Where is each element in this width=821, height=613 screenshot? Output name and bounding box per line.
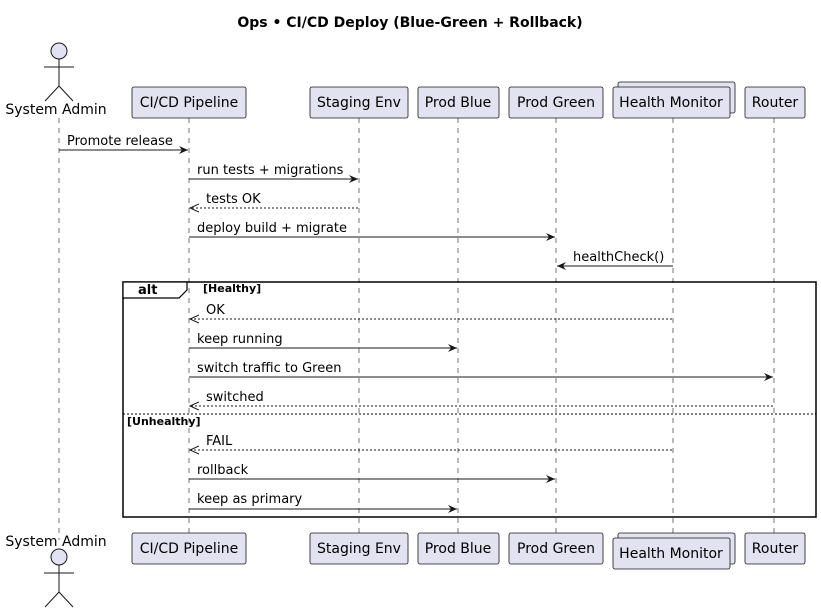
participant-cicd-pipeline-bottom: CI/CD Pipeline [131, 532, 247, 565]
participant-router-top: Router [744, 86, 806, 119]
participant-prod-blue-bottom: Prod Blue [417, 532, 500, 565]
participant-label-router: Router [752, 541, 799, 557]
message-label: tests OK [206, 192, 261, 207]
participant-prod-green-top: Prod Green [508, 86, 604, 119]
participant-label-cicd-pipeline: CI/CD Pipeline [140, 541, 238, 557]
alt-fragment-frame [122, 281, 817, 518]
participant-health-monitor-bottom: Health Monitor [612, 532, 736, 570]
alt-fragment-tab [122, 281, 188, 299]
participant-label-health-monitor: Health Monitor [619, 95, 723, 111]
message-label: keep running [197, 332, 283, 347]
guard-unhealthy: [Unhealthy] [127, 415, 201, 428]
participant-label-staging-env: Staging Env [317, 541, 401, 557]
participant-health-monitor-top: Health Monitor [612, 81, 736, 119]
message-label: deploy build + migrate [197, 221, 347, 236]
participant-label-prod-blue: Prod Blue [425, 541, 492, 557]
participant-prod-green-bottom: Prod Green [508, 532, 604, 565]
participant-label-prod-blue: Prod Blue [425, 95, 492, 111]
participant-label-system-admin: System Admin [5, 534, 106, 550]
message-label: switch traffic to Green [197, 361, 341, 376]
participant-label-prod-green: Prod Green [517, 541, 595, 557]
message-label: keep as primary [197, 492, 303, 507]
participant-label-health-monitor: Health Monitor [619, 546, 723, 562]
message-label: run tests + migrations [197, 163, 344, 178]
actor-system-admin-bottom: System Admin [5, 534, 107, 608]
participant-label-prod-green: Prod Green [517, 95, 595, 111]
participant-staging-env-bottom: Staging Env [309, 532, 409, 565]
guard-healthy: [Healthy] [203, 282, 261, 295]
actor-head-icon [50, 42, 68, 60]
participant-prod-blue-top: Prod Blue [417, 86, 500, 119]
message-label: switched [206, 390, 264, 405]
participant-label-router: Router [752, 95, 799, 111]
participant-staging-env-top: Staging Env [309, 86, 409, 119]
message-label: rollback [197, 463, 249, 478]
message-label: Promote release [67, 134, 173, 149]
message-label: OK [206, 303, 225, 318]
participant-label-system-admin: System Admin [5, 102, 106, 118]
actor-head-icon [50, 548, 68, 566]
participant-label-staging-env: Staging Env [317, 95, 401, 111]
participant-label-cicd-pipeline: CI/CD Pipeline [140, 95, 238, 111]
participant-router-bottom: Router [744, 532, 806, 565]
alt-keyword: alt [138, 283, 157, 298]
message-label: healthCheck() [573, 250, 664, 265]
message-label: FAIL [206, 434, 233, 449]
diagram-title: Ops • CI/CD Deploy (Blue-Green + Rollbac… [237, 15, 582, 31]
actor-system-admin-top: System Admin [5, 42, 107, 118]
participant-cicd-pipeline-top: CI/CD Pipeline [131, 86, 247, 119]
